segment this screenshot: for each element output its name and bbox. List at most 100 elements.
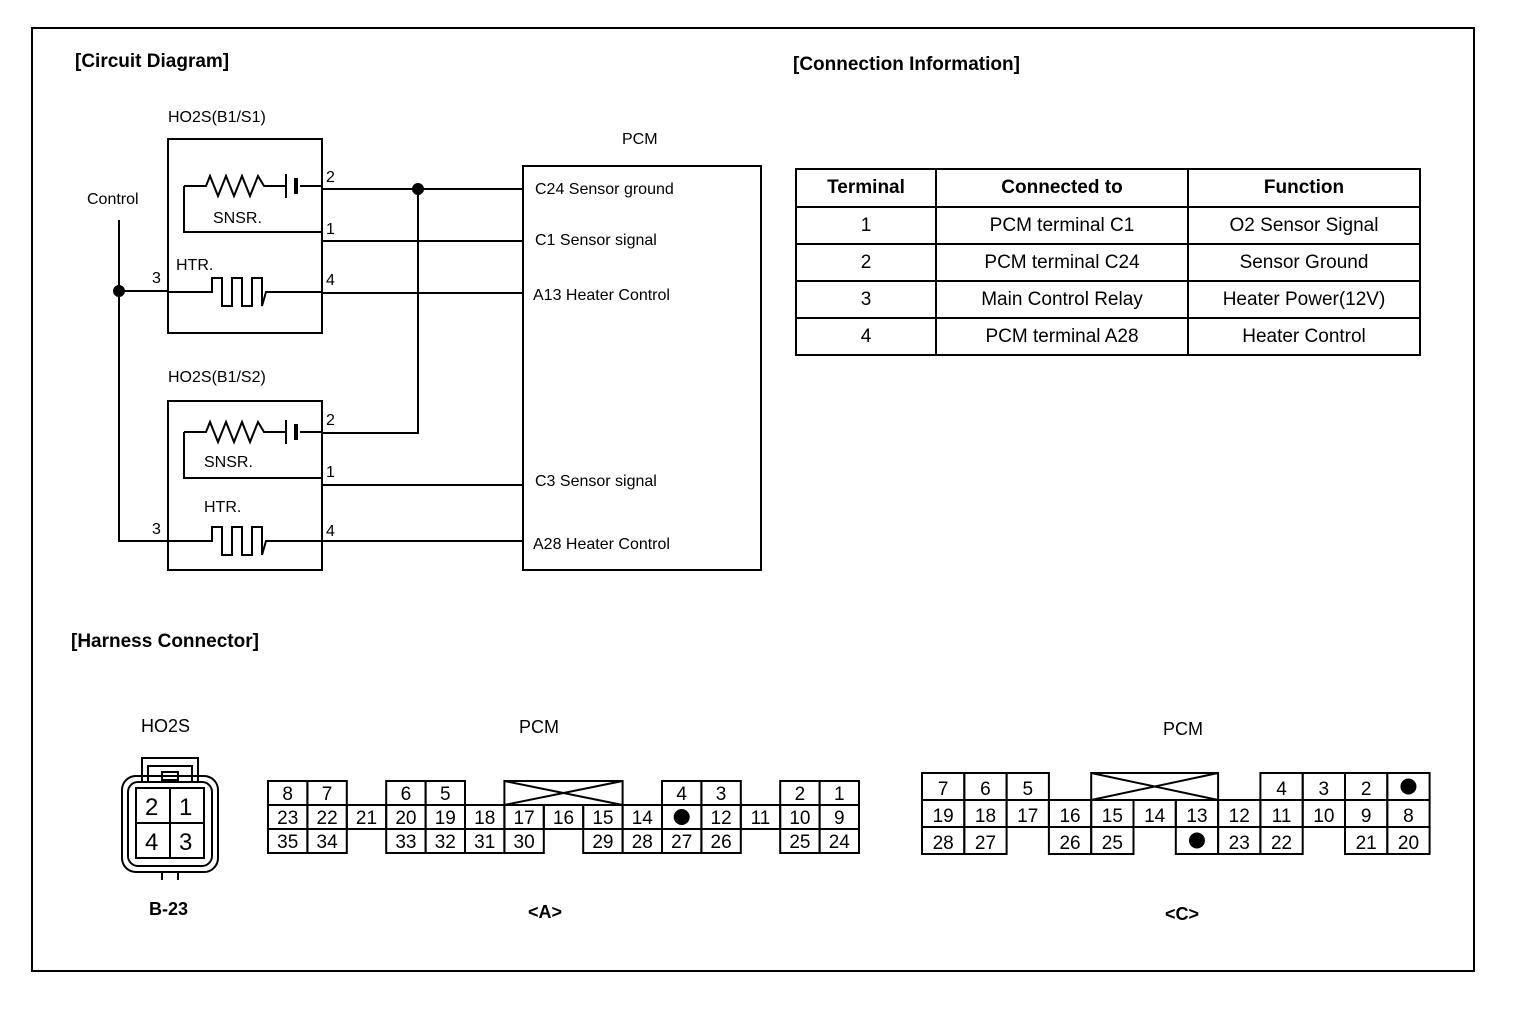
pcm-c-title: PCM — [1163, 719, 1203, 739]
table-row: 3 Main Control Relay Heater Power(12V) — [795, 280, 1421, 319]
pcm-terminal-c3: C3 Sensor signal — [535, 473, 657, 490]
sensor2-snsr-element — [183, 419, 323, 479]
pin-number: 28 — [933, 833, 954, 854]
pin-number: 31 — [474, 832, 495, 853]
table-cell: 2 — [795, 243, 937, 282]
key-cross-line — [1090, 772, 1219, 801]
sensor2-pin2: 2 — [326, 412, 335, 429]
table-header-row: Terminal Connected to Function — [795, 168, 1421, 208]
pin-number: 19 — [435, 808, 456, 829]
pin-cell — [1090, 826, 1135, 855]
control-label: Control — [87, 191, 139, 208]
ho2s-pin: 4 — [145, 829, 159, 856]
sensor1-htr-label: HTR. — [176, 257, 214, 274]
pin-number: 4 — [1276, 779, 1287, 800]
pin-number: 3 — [1319, 779, 1330, 800]
sensor1-heater-element — [168, 277, 322, 307]
table-row: 2 PCM terminal C24 Sensor Ground — [795, 243, 1421, 282]
harness-heading: [Harness Connector] — [71, 631, 259, 652]
pin-number: 22 — [317, 808, 338, 829]
pin-number: 7 — [322, 784, 333, 805]
table-row: 1 PCM terminal C1 O2 Sensor Signal — [795, 206, 1421, 245]
pin-number: 28 — [632, 832, 653, 853]
pin-number: 32 — [435, 832, 456, 853]
ho2s-pin: 1 — [179, 794, 193, 821]
sensor2-title: HO2S(B1/S2) — [168, 369, 266, 386]
pin-cell — [963, 826, 1008, 855]
pin-number: 21 — [356, 808, 377, 829]
pin-number: 26 — [711, 832, 732, 853]
pin-number: 3 — [716, 784, 727, 805]
pin-cell — [818, 828, 860, 854]
sensor1-title: HO2S(B1/S1) — [168, 109, 266, 126]
pcm-terminal-c1: C1 Sensor signal — [535, 232, 657, 249]
connection-table: Terminal Connected to Function 1 PCM ter… — [795, 168, 1421, 356]
pin-number: 9 — [834, 808, 845, 829]
pin-cell — [700, 828, 742, 854]
table-cell: 1 — [795, 206, 937, 245]
table-cell: Main Control Relay — [935, 280, 1189, 319]
pcm-terminal-c24: C24 Sensor ground — [535, 181, 674, 198]
ho2s-pin: 2 — [145, 794, 159, 821]
pin-number: 11 — [1272, 806, 1292, 827]
pin-number: 23 — [277, 808, 298, 829]
column-header-connected-to: Connected to — [935, 168, 1189, 208]
pin-number: 25 — [1102, 833, 1123, 854]
wire-ground-tie — [322, 189, 419, 434]
plugged-pin-dot — [673, 809, 690, 825]
pin-number: 29 — [592, 832, 613, 853]
pin-number: 20 — [395, 808, 416, 829]
pin-number: 27 — [671, 832, 692, 853]
table-cell: 4 — [795, 317, 937, 356]
pin-number: 7 — [938, 779, 949, 800]
pcm-terminal-a28: A28 Heater Control — [533, 536, 670, 553]
pin-number: 6 — [401, 784, 412, 805]
pin-number: 4 — [676, 784, 687, 805]
pin-number: 13 — [1186, 806, 1207, 827]
pin-number: 15 — [1102, 806, 1123, 827]
pin-number: 8 — [1403, 806, 1414, 827]
pin-number: 35 — [277, 832, 298, 853]
pin-number: 5 — [1022, 779, 1033, 800]
table-cell: PCM terminal C24 — [935, 243, 1189, 282]
pin-number: 16 — [1059, 806, 1080, 827]
sensor2-htr-label: HTR. — [204, 499, 242, 516]
pin-number: 25 — [789, 832, 810, 853]
pin-cell — [1259, 826, 1304, 855]
pin-number: 27 — [975, 833, 996, 854]
pin-cell — [1386, 826, 1431, 855]
junction-dot — [113, 285, 125, 297]
pcm-title: PCM — [622, 131, 658, 148]
pin-number: 14 — [632, 808, 654, 829]
pin-number: 2 — [795, 784, 806, 805]
table-cell: Sensor Ground — [1187, 243, 1421, 282]
pin-cell — [306, 828, 348, 854]
pin-number: 14 — [1144, 806, 1166, 827]
sensor1-pin1: 1 — [326, 221, 335, 238]
pin-number: 16 — [553, 808, 574, 829]
table-cell: Heater Power(12V) — [1187, 280, 1421, 319]
pin-number: 1 — [834, 784, 845, 805]
sensor2-pin4: 4 — [326, 523, 335, 540]
sensor2-pin3: 3 — [152, 521, 161, 538]
diagram-frame — [31, 27, 1475, 972]
pin-number: 12 — [711, 808, 732, 829]
pin-number: 20 — [1398, 833, 1419, 854]
table-cell: Heater Control — [1187, 317, 1421, 356]
ho2s-pin: 3 — [179, 829, 193, 856]
key-cross-line — [504, 780, 623, 806]
pin-number: 17 — [1017, 806, 1038, 827]
sensor1-snsr-element — [183, 173, 323, 233]
pin-number: 5 — [440, 784, 451, 805]
pin-number: 18 — [975, 806, 996, 827]
pin-number: 15 — [592, 808, 613, 829]
sensor2-pin1: 1 — [326, 464, 335, 481]
pin-number: 6 — [980, 779, 991, 800]
column-header-function: Function — [1187, 168, 1421, 208]
ho2s-connector-title: HO2S — [141, 716, 191, 736]
wire-control-feed — [118, 220, 168, 542]
table-cell: O2 Sensor Signal — [1187, 206, 1421, 245]
pin-number: 11 — [751, 808, 771, 829]
